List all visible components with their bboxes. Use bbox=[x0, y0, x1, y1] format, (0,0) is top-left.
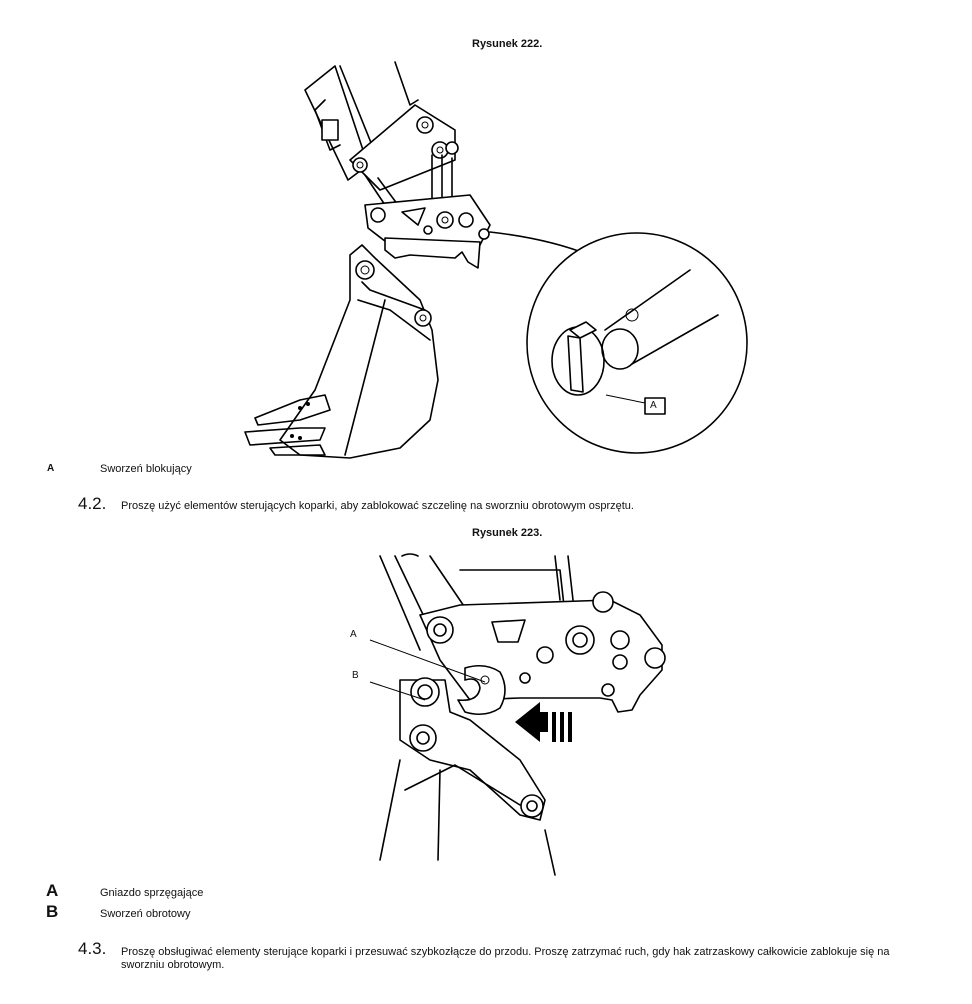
callout-b-figure-223: B bbox=[352, 670, 359, 681]
callout-a-figure-223: A bbox=[350, 629, 357, 640]
step-text-line: sworzniu obrotowym. bbox=[121, 959, 225, 971]
legend-letter: B bbox=[46, 902, 59, 921]
legend-letter: A bbox=[47, 463, 55, 474]
locking-pin-detail bbox=[526, 232, 748, 454]
step-text: Proszę obsługiwać elementy sterujące kop… bbox=[121, 946, 951, 972]
legend-letter: A bbox=[46, 881, 59, 900]
figure-223-title: Rysunek 223. bbox=[472, 527, 543, 539]
callout-a-figure-222: A bbox=[650, 400, 657, 411]
step-text: Proszę użyć elementów sterujących kopark… bbox=[121, 500, 634, 512]
step-number: 4.3. bbox=[78, 939, 107, 958]
step-text-line: Proszę obsługiwać elementy sterujące kop… bbox=[121, 946, 890, 958]
legend-text: Sworzeń blokujący bbox=[100, 463, 192, 475]
figure-222-title: Rysunek 222. bbox=[472, 38, 543, 50]
legend-text: Sworzeń obrotowy bbox=[100, 908, 191, 920]
step-number: 4.2. bbox=[78, 494, 107, 513]
excavator-arm-drawing bbox=[244, 61, 626, 459]
legend-text: Gniazdo sprzęgające bbox=[100, 887, 204, 899]
